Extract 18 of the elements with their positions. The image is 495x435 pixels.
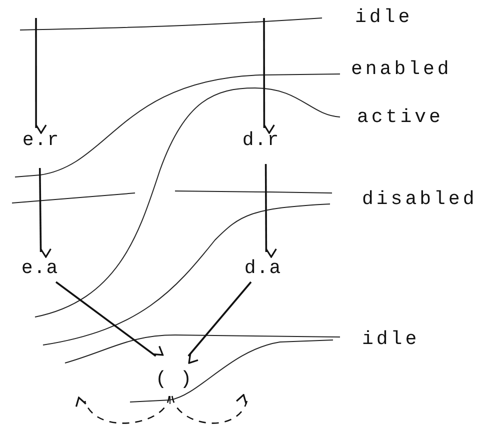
dashed-arrow <box>171 394 248 424</box>
dashed-arrow <box>76 396 170 424</box>
state-label: d.r <box>241 128 281 152</box>
arrow <box>55 281 164 357</box>
arrow <box>263 18 275 134</box>
state-label: ( ) <box>150 362 198 396</box>
curve-label: active <box>357 108 444 127</box>
arrow <box>35 18 47 134</box>
arrow <box>188 281 252 364</box>
arrow <box>264 164 277 258</box>
state-label: e.r <box>22 128 60 152</box>
curve-label: idle <box>355 8 413 27</box>
state-label: d.a <box>243 256 283 280</box>
curve-label: disabled <box>362 190 478 209</box>
curve-label: enabled <box>351 60 452 79</box>
curve-label: idle <box>362 330 420 349</box>
state-label: e.a <box>20 256 60 280</box>
arrow <box>38 168 52 258</box>
